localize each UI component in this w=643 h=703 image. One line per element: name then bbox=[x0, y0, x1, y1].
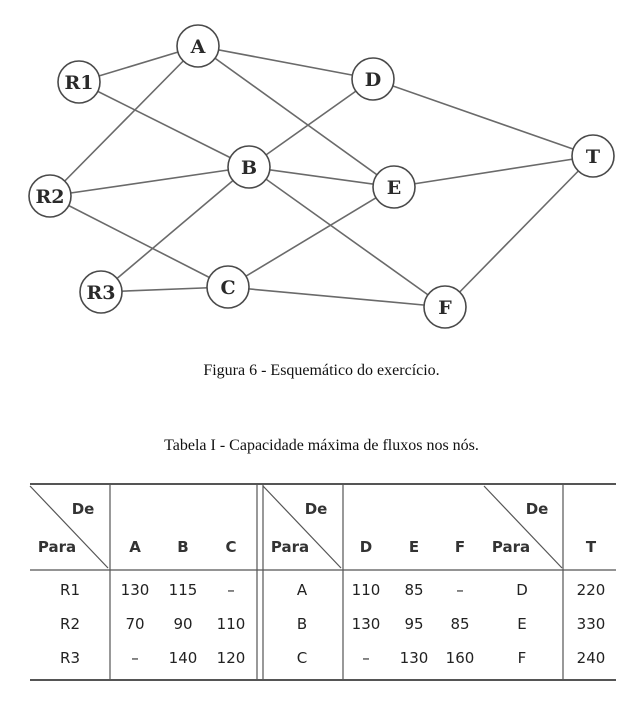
row-label: C bbox=[297, 649, 307, 667]
table-cell: 85 bbox=[450, 615, 469, 633]
col-header: T bbox=[586, 538, 597, 556]
table-cell: 110 bbox=[217, 615, 246, 633]
node-circle bbox=[28, 174, 72, 218]
edge-r1-b bbox=[78, 81, 250, 168]
node-circle bbox=[176, 24, 220, 68]
header-de-3: De bbox=[526, 500, 549, 518]
edge-r2-a bbox=[49, 45, 199, 197]
edge-b-e bbox=[248, 166, 395, 188]
edge-r2-b bbox=[49, 166, 250, 197]
node-label: E bbox=[387, 177, 401, 199]
node-b: B bbox=[227, 145, 271, 189]
table-cell: 95 bbox=[404, 615, 423, 633]
row-label: E bbox=[517, 615, 526, 633]
node-label: B bbox=[241, 157, 257, 179]
table-cell: 70 bbox=[125, 615, 144, 633]
node-circle bbox=[206, 265, 250, 309]
edge-b-f bbox=[248, 166, 446, 308]
node-label: R1 bbox=[64, 72, 93, 94]
table-cell: 85 bbox=[404, 581, 423, 599]
table-cell: – bbox=[227, 581, 235, 599]
edge-a-e bbox=[197, 45, 395, 188]
row-label: D bbox=[516, 581, 528, 599]
table-cell: 240 bbox=[577, 649, 606, 667]
header-de-1: De bbox=[72, 500, 95, 518]
node-circle bbox=[571, 134, 615, 178]
table-cell: 130 bbox=[352, 615, 381, 633]
col-header: B bbox=[177, 538, 188, 556]
node-r3: R3 bbox=[79, 270, 123, 314]
col-header: D bbox=[360, 538, 372, 556]
header-para-3: Para bbox=[492, 538, 530, 556]
node-r2: R2 bbox=[28, 174, 72, 218]
col-header: A bbox=[129, 538, 141, 556]
row-label: F bbox=[518, 649, 527, 667]
node-circle bbox=[372, 165, 416, 209]
col-header: F bbox=[455, 538, 465, 556]
table-cell: 160 bbox=[446, 649, 475, 667]
table-cell: 120 bbox=[217, 649, 246, 667]
node-label: C bbox=[220, 277, 235, 299]
node-r1: R1 bbox=[57, 60, 101, 104]
node-a: A bbox=[176, 24, 220, 68]
col-header: C bbox=[225, 538, 236, 556]
table-cell: – bbox=[362, 649, 370, 667]
table-cell: 130 bbox=[400, 649, 429, 667]
header-para-1: Para bbox=[38, 538, 76, 556]
edge-d-t bbox=[372, 78, 594, 157]
node-label: T bbox=[586, 146, 600, 168]
node-t: T bbox=[571, 134, 615, 178]
table-cell: 140 bbox=[169, 649, 198, 667]
row-label: R3 bbox=[60, 649, 80, 667]
node-label: F bbox=[438, 297, 452, 319]
row-label: B bbox=[297, 615, 307, 633]
table-cell: 115 bbox=[169, 581, 198, 599]
header-diagonal-3 bbox=[483, 485, 563, 569]
row-label: R2 bbox=[60, 615, 80, 633]
row-label: A bbox=[297, 581, 308, 599]
capacity-table: De Para De Para De Para A B C D E F T R1… bbox=[29, 483, 616, 681]
edge-r3-b bbox=[100, 166, 250, 293]
node-label: A bbox=[190, 36, 206, 58]
table-cell: – bbox=[456, 581, 464, 599]
node-circle bbox=[351, 57, 395, 101]
table-cell: 330 bbox=[577, 615, 606, 633]
header-de-2: De bbox=[305, 500, 328, 518]
edges-group bbox=[49, 45, 594, 308]
header-para-2: Para bbox=[271, 538, 309, 556]
table-caption: Tabela I - Capacidade máxima de fluxos n… bbox=[164, 437, 479, 454]
edge-c-e bbox=[227, 186, 395, 288]
row-label: R1 bbox=[60, 581, 80, 599]
edge-a-d bbox=[197, 45, 374, 80]
node-c: C bbox=[206, 265, 250, 309]
table-cell: 110 bbox=[352, 581, 381, 599]
edge-r2-c bbox=[49, 195, 229, 288]
figure-caption: Figura 6 - Esquemático do exercício. bbox=[203, 362, 440, 379]
node-label: R2 bbox=[35, 186, 64, 208]
node-circle bbox=[227, 145, 271, 189]
table-cell: – bbox=[131, 649, 139, 667]
table-cell: 220 bbox=[577, 581, 606, 599]
table-cell: 130 bbox=[121, 581, 150, 599]
node-d: D bbox=[351, 57, 395, 101]
node-circle bbox=[79, 270, 123, 314]
edge-f-t bbox=[444, 155, 594, 308]
node-circle bbox=[423, 285, 467, 329]
node-label: R3 bbox=[86, 282, 115, 304]
node-f: F bbox=[423, 285, 467, 329]
node-circle bbox=[57, 60, 101, 104]
edge-c-f bbox=[227, 286, 446, 308]
header-diagonal-1 bbox=[29, 485, 109, 569]
node-e: E bbox=[372, 165, 416, 209]
header-diagonal-2 bbox=[262, 485, 342, 569]
table-cell: 90 bbox=[173, 615, 192, 633]
col-header: E bbox=[409, 538, 419, 556]
node-label: D bbox=[365, 69, 381, 91]
edge-e-t bbox=[393, 155, 594, 188]
edge-b-d bbox=[248, 78, 374, 168]
